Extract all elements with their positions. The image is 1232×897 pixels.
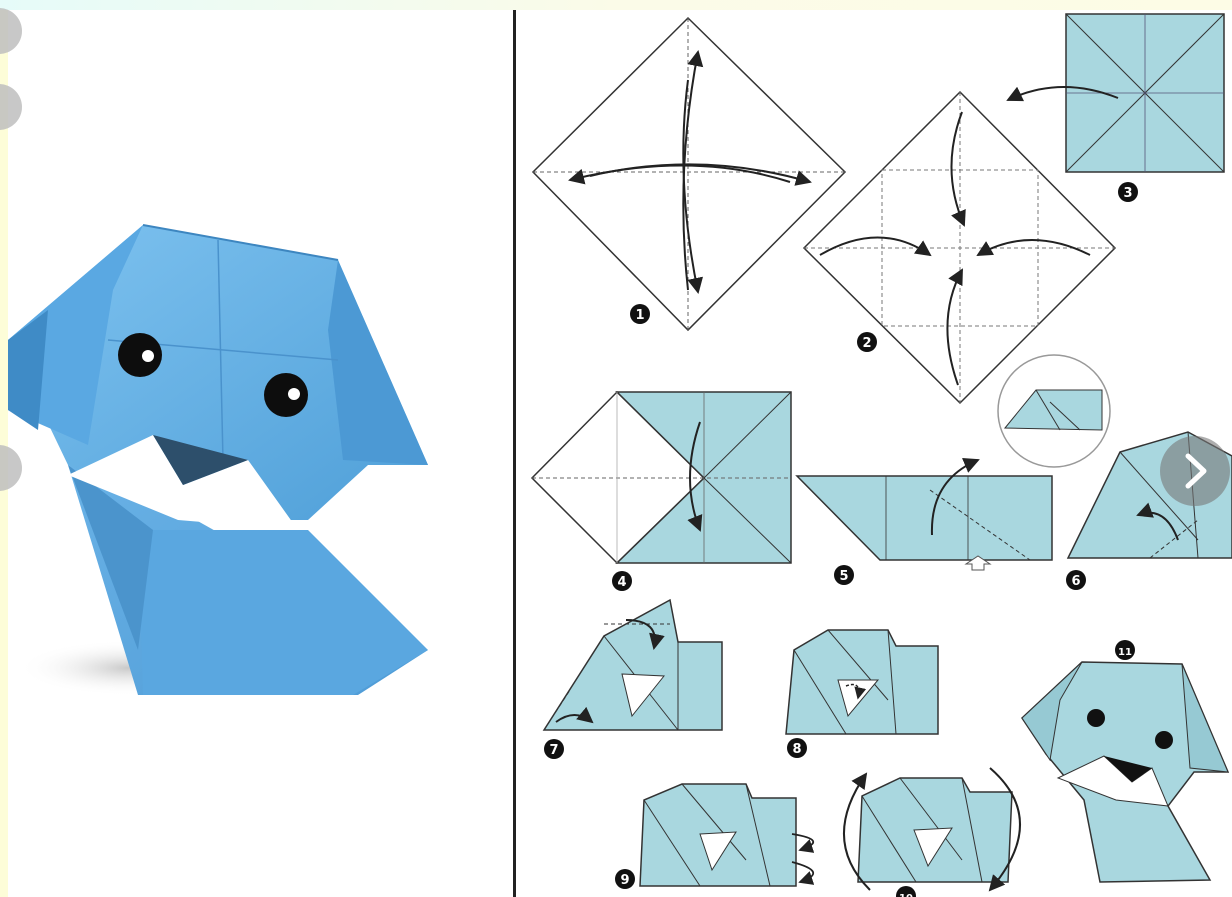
svg-text:4: 4 — [617, 575, 626, 590]
step-badge-1: 1 — [630, 304, 650, 324]
top-strip — [0, 0, 1232, 10]
svg-text:10: 10 — [899, 893, 913, 897]
step-8-diagram — [786, 630, 938, 734]
step-1-diagram — [533, 18, 845, 330]
step-11-diagram — [1022, 662, 1228, 882]
step-7-diagram — [544, 600, 722, 730]
origami-dog-photo — [8, 10, 512, 897]
step-9-diagram — [640, 784, 813, 886]
svg-text:7: 7 — [549, 743, 558, 758]
svg-text:11: 11 — [1118, 647, 1132, 658]
svg-text:8: 8 — [792, 742, 801, 757]
step-badge-7: 7 — [544, 739, 564, 759]
step-badge-3: 3 — [1118, 182, 1138, 202]
step-3-diagram — [1008, 14, 1224, 172]
step-badge-9: 9 — [615, 869, 635, 889]
svg-text:3: 3 — [1123, 186, 1132, 201]
step-badge-4: 4 — [612, 571, 632, 591]
svg-text:9: 9 — [620, 873, 629, 888]
step-badge-8: 8 — [787, 738, 807, 758]
step-10-diagram — [844, 768, 1020, 890]
origami-dog-illustration — [8, 10, 512, 897]
svg-text:1: 1 — [635, 308, 644, 323]
step-badge-5: 5 — [834, 565, 854, 585]
folding-diagram: 1 2 3 4 5 6 7 8 9 10 11 — [516, 10, 1232, 897]
step-badge-2: 2 — [857, 332, 877, 352]
chevron-right-icon — [1160, 436, 1230, 506]
step-badge-11: 11 — [1115, 640, 1135, 660]
step-badge-10: 10 — [896, 886, 916, 897]
folding-steps-svg: 1 2 3 4 5 6 7 8 9 10 11 — [516, 10, 1232, 897]
svg-text:2: 2 — [862, 336, 871, 351]
next-button[interactable] — [1160, 436, 1230, 506]
svg-text:5: 5 — [839, 569, 848, 584]
step-badge-6: 6 — [1066, 570, 1086, 590]
step-4-diagram — [532, 392, 791, 563]
svg-text:6: 6 — [1071, 574, 1080, 589]
